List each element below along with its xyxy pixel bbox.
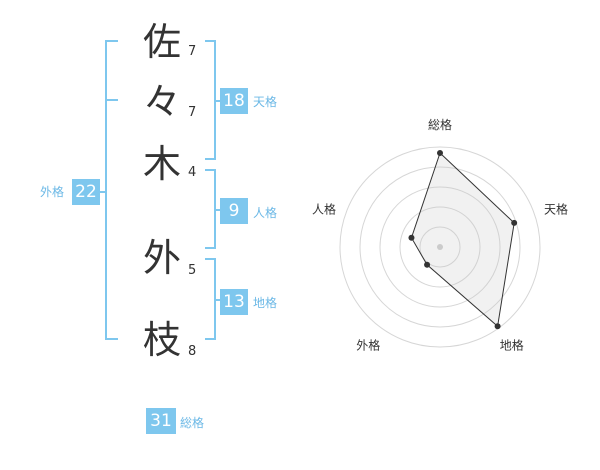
earth-bracket — [205, 258, 216, 340]
radar-ring-5 — [339, 146, 541, 348]
person-label: 人格 — [253, 206, 278, 220]
earth-score-badge: 13 — [220, 289, 248, 315]
radar-ring-3 — [379, 186, 501, 308]
radar-point-3 — [494, 323, 501, 330]
total-score-badge: 31 — [146, 408, 176, 434]
heaven-score-badge: 18 — [220, 88, 248, 114]
name-char-1: 佐 — [142, 20, 181, 64]
stroke-count-1: 7 — [188, 44, 197, 59]
stroke-count-4: 5 — [188, 263, 197, 278]
radar-axis-label-1: 総格 — [428, 117, 452, 132]
person-score-badge: 9 — [220, 198, 248, 224]
radar-series-polygon — [410, 152, 515, 328]
outer-bracket — [105, 40, 118, 340]
radar-point-2 — [511, 219, 518, 226]
name-char-5: 枝 — [142, 318, 181, 362]
radar-point-5 — [408, 234, 415, 241]
radar-axis-label-2: 天格 — [544, 201, 568, 216]
radar-axis-label-3: 地格 — [500, 338, 524, 353]
radar-ring-2 — [399, 206, 481, 288]
stroke-count-3: 4 — [188, 165, 197, 180]
radar-axis-label-5: 人格 — [312, 201, 336, 216]
stroke-count-5: 8 — [188, 344, 197, 359]
name-char-3: 木 — [142, 142, 181, 186]
stroke-count-2: 7 — [188, 105, 197, 120]
outer-score-badge: 22 — [72, 179, 100, 205]
radar-point-1 — [437, 150, 443, 156]
heaven-bracket — [205, 40, 216, 160]
outer-label: 外格 — [40, 185, 65, 199]
radar-ring-1 — [419, 226, 461, 268]
person-bracket — [205, 169, 216, 249]
radar-ring-4 — [359, 166, 521, 328]
name-char-4: 外 — [142, 236, 181, 280]
total-label: 総格 — [180, 416, 205, 430]
radar-center — [437, 244, 443, 250]
earth-label: 地格 — [253, 296, 278, 310]
radar-point-4 — [424, 261, 431, 268]
radar-axis-label-4: 外格 — [356, 338, 380, 353]
name-char-2: 々 — [142, 80, 181, 124]
heaven-label: 天格 — [253, 95, 278, 109]
